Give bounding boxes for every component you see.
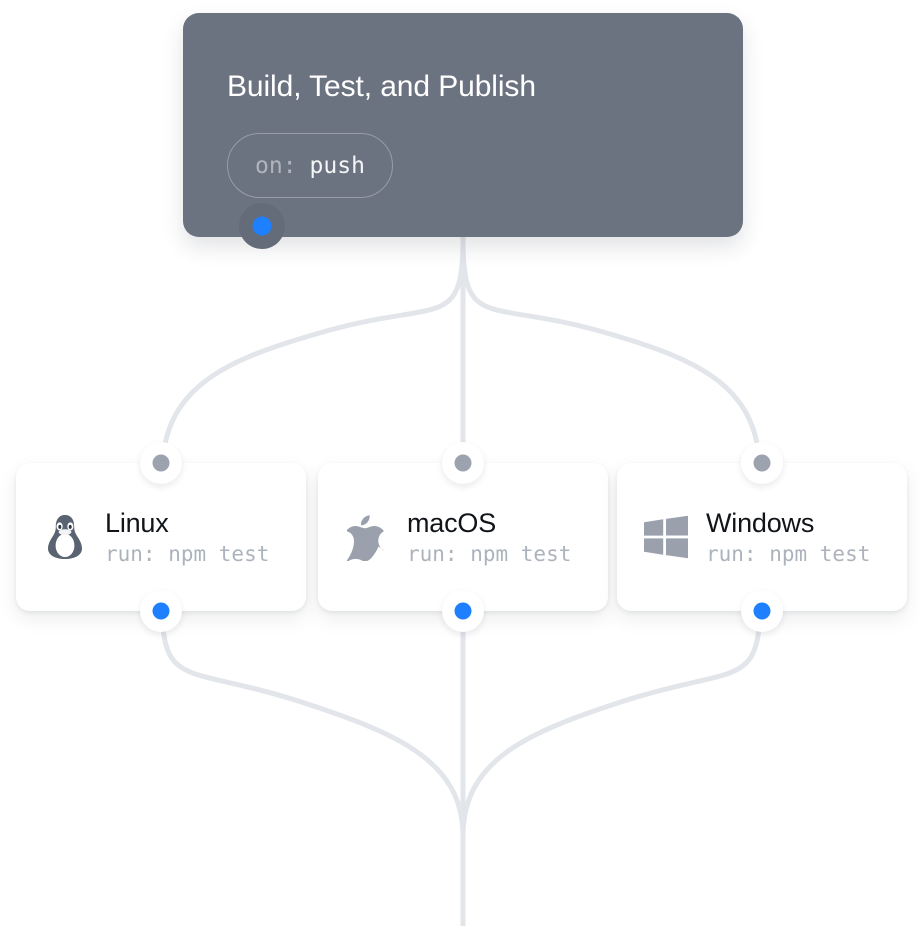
output-dot-icon [753, 602, 771, 620]
input-dot-icon [753, 454, 771, 472]
edge-linux-to-merge [159, 598, 466, 839]
job-output-port-macos[interactable] [442, 590, 484, 632]
job-card-linux[interactable]: Linux run: npm test [16, 442, 306, 632]
job-name-linux: Linux [105, 508, 169, 538]
linux-penguin-icon [42, 512, 88, 562]
job-input-port-macos[interactable] [442, 442, 484, 484]
job-card-windows[interactable]: Windows run: npm test [617, 442, 907, 632]
edge-trigger-to-windows [460, 235, 763, 477]
trigger-event-key: on: [255, 152, 297, 179]
job-command-linux: run: npm test [105, 542, 270, 566]
job-command-macos: run: npm test [407, 542, 572, 566]
job-input-port-linux[interactable] [140, 442, 182, 484]
output-dot-icon [252, 216, 272, 236]
trigger-event-value: push [309, 152, 365, 179]
output-dot-icon [152, 602, 170, 620]
job-card-macos[interactable]: macOS run: npm test [318, 442, 608, 632]
output-dot-icon [454, 602, 472, 620]
trigger-node[interactable]: Build, Test, and Publish on: push [183, 13, 743, 237]
job-output-port-linux[interactable] [140, 590, 182, 632]
trigger-event-pill[interactable]: on: push [227, 133, 393, 198]
windows-logo-icon [643, 512, 689, 562]
job-input-port-windows[interactable] [741, 442, 783, 484]
trigger-title: Build, Test, and Publish [227, 70, 536, 103]
job-output-port-windows[interactable] [741, 590, 783, 632]
input-dot-icon [152, 454, 170, 472]
edge-trigger-to-linux [159, 235, 466, 477]
trigger-output-port[interactable] [239, 203, 285, 249]
input-dot-icon [454, 454, 472, 472]
job-command-windows: run: npm test [706, 542, 871, 566]
edge-windows-to-merge [460, 598, 763, 839]
job-name-windows: Windows [706, 508, 815, 538]
apple-logo-icon [344, 512, 390, 562]
job-name-macos: macOS [407, 508, 497, 538]
